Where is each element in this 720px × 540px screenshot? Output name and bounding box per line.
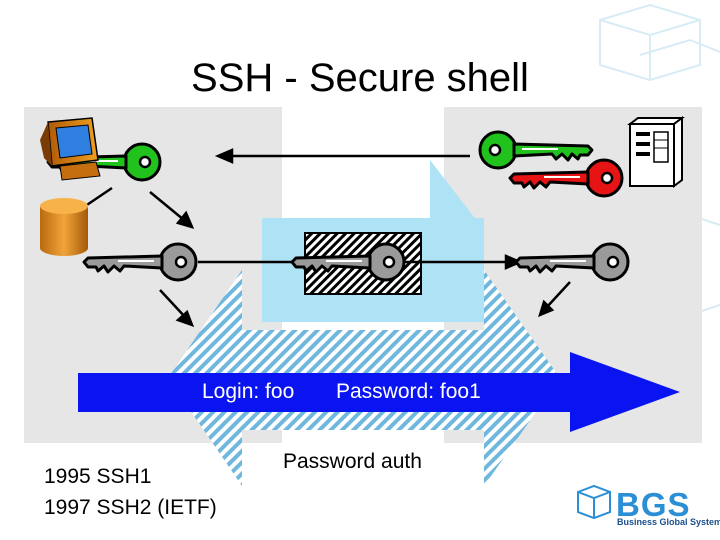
history-line: 1995 SSH1 (44, 465, 152, 488)
tunnel-triangle (430, 160, 484, 322)
flow-arrows (61, 148, 571, 328)
login-label: Login: foo (202, 380, 295, 403)
diagram-caption: Password auth (283, 450, 422, 473)
cube-icon (577, 484, 611, 520)
monitor-icon (40, 117, 101, 181)
database-icon (40, 198, 88, 256)
password-label: Password: foo1 (336, 380, 481, 403)
big-blue-arrow (78, 352, 680, 432)
logo-name: BGS (616, 486, 691, 523)
history-line: 1997 SSH2 (IETF) (44, 496, 217, 519)
slide-title: SSH - Secure shell (191, 56, 529, 100)
logo-tagline: Business Global Systems (617, 517, 720, 527)
server-icon (627, 116, 685, 188)
